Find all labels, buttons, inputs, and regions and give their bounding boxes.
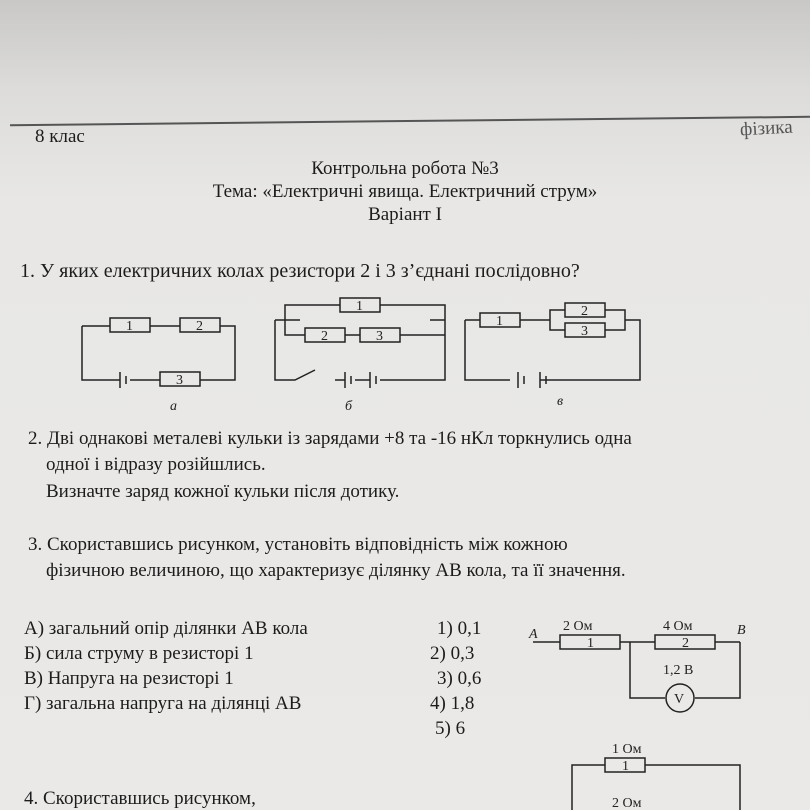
r2-value: 4 Ом [663,619,693,634]
q3-option-4: 4) 1,8 [430,693,475,714]
q3-option-2: 2) 0,3 [430,643,475,664]
q3-circuit: A B 2 Ом 4 Ом 1 2 1,2 В V [528,619,746,713]
question-2-line1: 2. Дві однакові металеві кульки із заряд… [28,428,632,449]
question-3-line1: 3. Скориставшись рисунком, установіть ві… [28,534,568,555]
q1-a-r2: 2 [196,319,203,334]
q4-r1-number: 1 [622,759,629,774]
voltmeter-icon: V [674,692,684,707]
q3-item-c: В) Напруга на резисторі 1 [24,668,234,689]
q1-circuits: 1 2 3 1 2 3 1 2 3 а б в [81,297,641,414]
q1-a-r3: 3 [176,373,183,388]
q3-item-b: Б) сила струму в резисторі 1 [24,643,254,664]
question-2-line2: одної і відразу розійшлись. [46,454,266,475]
question-4: 4. Скориставшись рисунком, [24,788,256,809]
q1-c-r2: 2 [581,304,588,319]
point-b: B [737,623,746,638]
label-c: в [557,394,563,409]
q4-circuit: 1 Ом 1 2 Ом [571,742,741,810]
q3-option-1: 1) 0,1 [437,618,482,639]
variant-title: Варіант I [368,204,442,225]
voltmeter-reading: 1,2 В [663,663,693,678]
subject-label: фізика [739,116,794,141]
point-a: A [528,627,538,642]
r1-value: 2 Ом [563,619,593,634]
q1-b-r2: 2 [321,329,328,344]
q1-b-r3: 3 [376,329,383,344]
q1-a-r1: 1 [126,319,133,334]
q1-c-r3: 3 [581,324,588,339]
header-rule [10,115,810,127]
q1-c-r1: 1 [496,314,503,329]
r1-number: 1 [587,636,594,651]
q3-item-d: Г) загальна напруга на ділянці АВ [24,693,302,714]
q3-item-a: А) загальний опір ділянки АВ кола [24,618,308,639]
label-a: а [170,399,177,414]
q4-r2-value: 2 Ом [612,796,642,810]
label-b: б [345,399,353,414]
question-2-line3: Визначте заряд кожної кульки після дотик… [46,481,400,502]
grade-label: 8 клас [35,126,85,147]
work-title: Контрольна робота №3 [311,158,499,179]
q3-option-5: 5) 6 [435,718,466,739]
r2-number: 2 [682,636,689,651]
q4-r1-value: 1 Ом [612,742,642,757]
q1-b-r1: 1 [356,299,363,314]
question-3-line2: фізичною величиною, що характеризує діля… [46,560,626,581]
q3-option-3: 3) 0,6 [437,668,482,689]
question-1: 1. У яких електричних колах резистори 2 … [20,260,580,282]
topic-title: Тема: «Електричні явища. Електричний стр… [212,181,598,202]
